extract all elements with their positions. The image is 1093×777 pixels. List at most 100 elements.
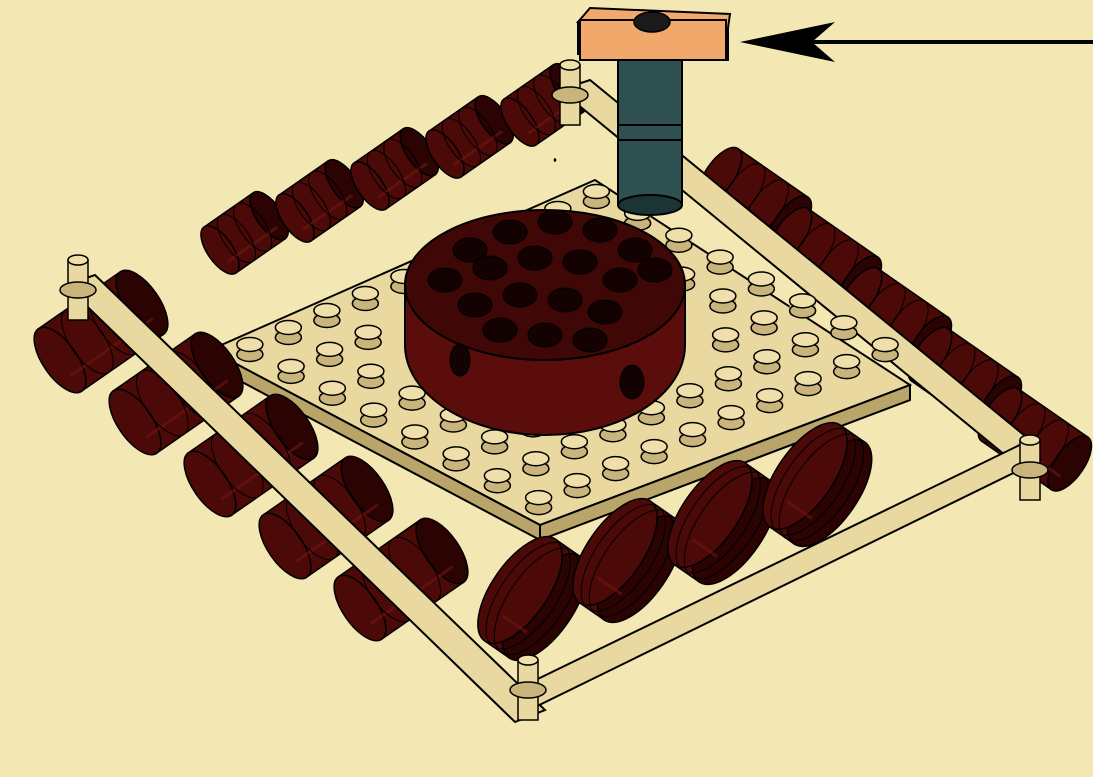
turntable-hole-0 (452, 237, 488, 263)
stud-7-5-top (711, 327, 740, 343)
top-roller-2-seam (383, 138, 423, 188)
turntable-hole-13 (547, 287, 583, 313)
stud-2-7-top (601, 455, 630, 472)
front-roller-1-highlight (596, 576, 623, 596)
left-roller-1-end (190, 331, 244, 399)
stud-1-6-top (522, 450, 550, 467)
stud-0-7-top (524, 489, 553, 506)
stud-9-2-top (665, 227, 693, 243)
turntable-hole-10 (637, 257, 673, 283)
stud-5-7-top (717, 404, 745, 421)
stud-8-5-top (750, 310, 778, 326)
front-roller-0-seam (485, 541, 571, 650)
turntable-hole-11 (457, 292, 493, 318)
left-roller-2-end (265, 393, 319, 461)
stud-9-0-top (582, 183, 611, 200)
stud-1-7-top (563, 472, 591, 489)
stud-0-2-top (318, 380, 347, 396)
left-roller-1-cap (108, 388, 162, 456)
front-roller-1-cap (572, 497, 658, 607)
pin-back-top (559, 59, 581, 71)
tile-stud (633, 11, 671, 33)
stud-9-7-top (871, 336, 899, 353)
top-roller-1-highlight (302, 194, 354, 231)
front-roller-1-seam (580, 503, 666, 612)
highlighted-tile (575, 6, 732, 62)
stud-0-3-top (359, 402, 388, 418)
left-roller-4-cap (333, 574, 387, 642)
right-roller-4-end (1047, 435, 1093, 492)
front-roller-3-highlight (786, 500, 813, 520)
stud-7-7-top (794, 370, 822, 387)
turntable-hole-14 (587, 299, 623, 325)
turntable-hole-17 (572, 327, 608, 353)
stud-9-4-top (747, 271, 776, 287)
axle-bottom (617, 194, 683, 216)
stud-2-1-top (354, 324, 382, 341)
turntable-hole-8 (562, 249, 598, 275)
stud-1-0-top (274, 319, 303, 336)
stud-0-6-top (483, 467, 512, 484)
side-rails (59, 59, 1049, 724)
left-roller-0-cap (33, 326, 87, 394)
top-roller-3-seam (441, 118, 481, 168)
top-roller-1-seam (308, 170, 348, 220)
front-roller-3-cap (762, 421, 848, 531)
turntable-hole-9 (602, 267, 638, 293)
turntable-hole-7 (517, 245, 553, 271)
stud-0-1-top (277, 358, 305, 375)
back-roller-0-seam (554, 158, 556, 162)
front-roller-1-seam (588, 509, 675, 618)
top-roller-3-seam (458, 106, 498, 156)
axle (617, 59, 683, 216)
turntable-side-hole-right (619, 364, 645, 400)
stud-0-5-top (442, 446, 470, 462)
stud-2-0-top (313, 302, 341, 319)
stud-2-6-top (560, 433, 589, 450)
top-roller-2-seam (366, 150, 406, 200)
front-roller-0-cap (477, 535, 563, 645)
top-roller-0-highlight (227, 226, 279, 263)
front-roller-3-seam (770, 427, 856, 536)
turntable-hole-16 (527, 322, 563, 348)
arrow-head (740, 22, 835, 62)
rollers-front-row (477, 421, 873, 662)
left-roller-3-cap (258, 512, 312, 580)
stud-8-4-top (709, 288, 737, 304)
turntable-hole-6 (472, 255, 508, 281)
pin-left-top (67, 254, 89, 266)
top-roller-0-seam (216, 214, 256, 264)
front-roller-2-highlight (691, 538, 718, 558)
pin-right-collar (1011, 461, 1049, 479)
stud-0-0-top (236, 336, 264, 353)
stud-1-1-top (315, 341, 344, 358)
stud-1-3-top (398, 385, 426, 401)
stud-3-7-top (640, 438, 668, 455)
stud-6-7-top (755, 387, 784, 404)
front-roller-2-cap (667, 459, 753, 569)
left-roller-3-end (340, 455, 394, 523)
pin-front-collar (509, 681, 547, 699)
front-roller-0-highlight (501, 614, 528, 634)
pin-left-collar (59, 281, 97, 299)
top-roller-0-seam (233, 202, 273, 252)
stud-1-2-top (357, 363, 385, 379)
front-roller-0-seam (493, 547, 580, 656)
turntable-hole-5 (427, 267, 463, 293)
turntable-hole-3 (582, 217, 618, 243)
turntable-hole-2 (537, 209, 573, 235)
top-roller-2-highlight (377, 162, 429, 199)
pin-back-collar (551, 86, 589, 104)
stud-9-5-top (788, 293, 817, 309)
pin-front-top (517, 654, 539, 666)
pin-right-top (1019, 434, 1041, 446)
left-roller-0-seam (60, 307, 114, 375)
axle-body (617, 59, 683, 206)
left-roller-4-end (415, 517, 469, 585)
turntable-hole-1 (492, 219, 528, 245)
stud-4-7-top (678, 421, 707, 438)
stud-0-4-top (401, 424, 429, 440)
turntable-hole-12 (502, 282, 538, 308)
